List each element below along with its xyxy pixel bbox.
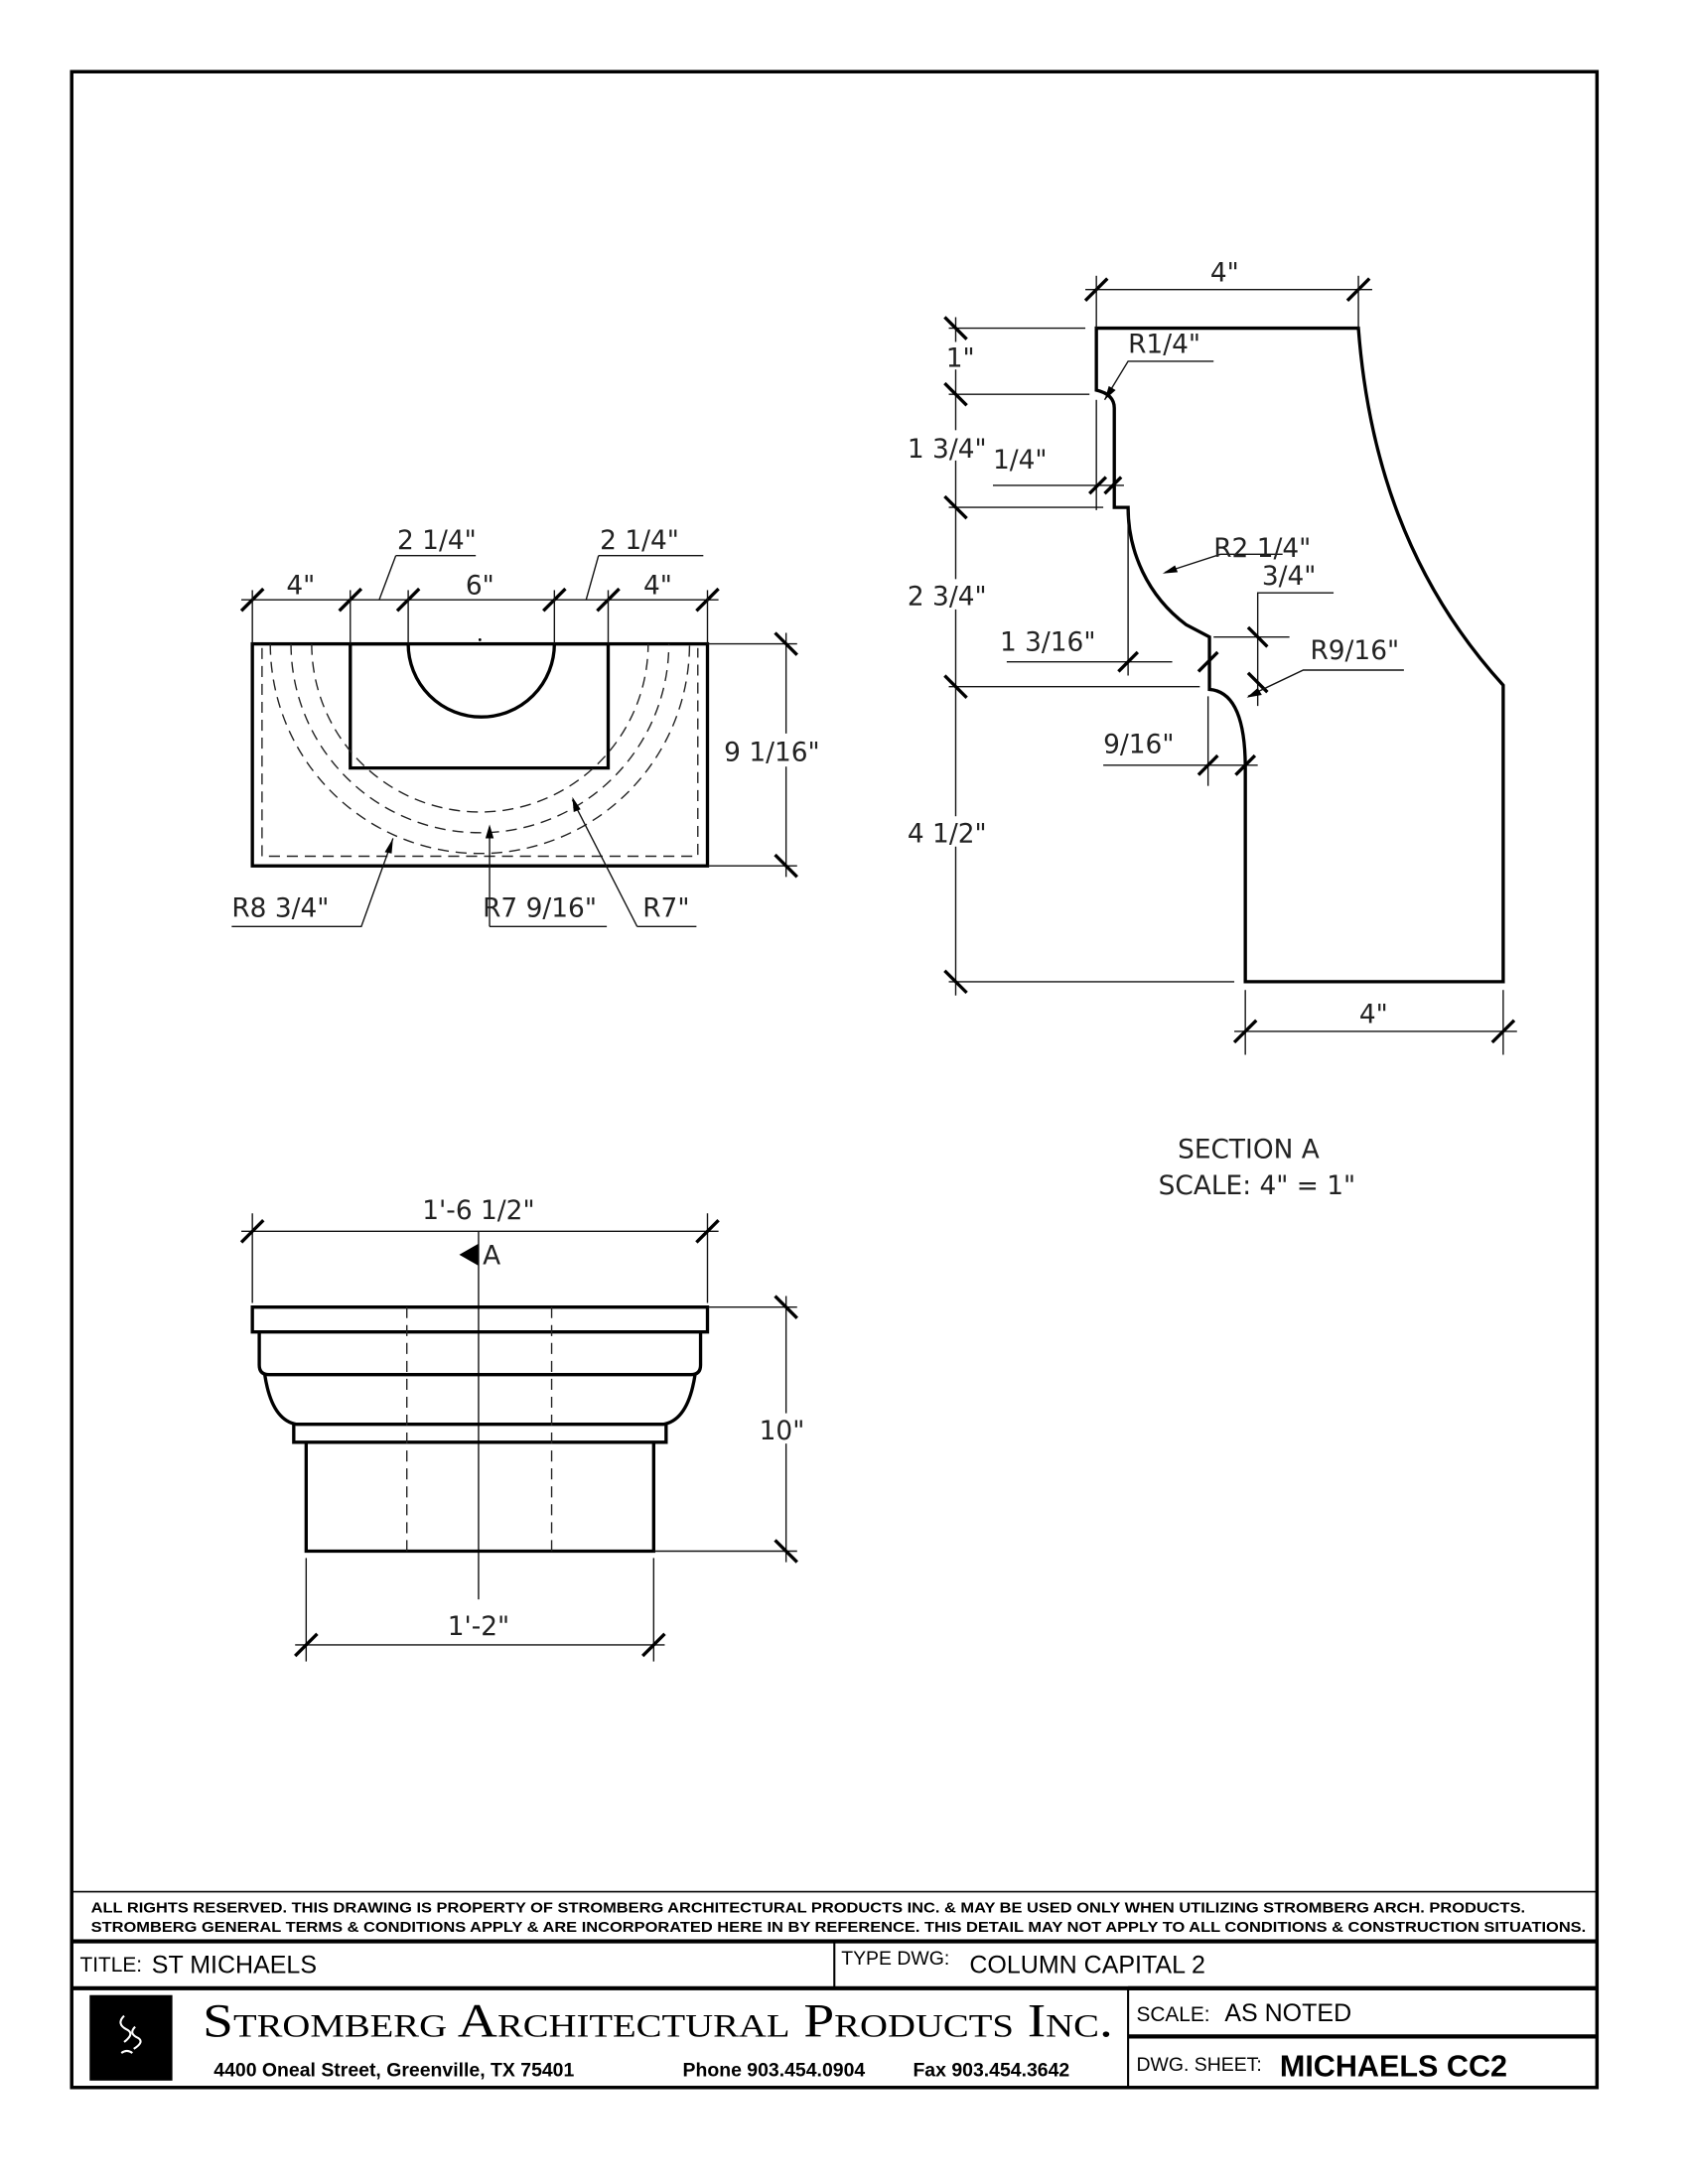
dwg-sheet-value: MICHAELS CC2 (1280, 2050, 1507, 2084)
title-block: ALL RIGHTS RESERVED. THIS DRAWING IS PRO… (71, 1890, 1598, 2088)
section-radius-quarter: R1/4" (1128, 331, 1200, 360)
section-view: 4" 1" 1 3/4" 2 3/4" 4 1/2" 1/4" R1/4" (903, 258, 1517, 1201)
section-caption: SECTION A (1178, 1136, 1320, 1165)
sheet-border (70, 69, 1600, 2090)
section-dim-one-three-sixteenths: 1 3/16" (1000, 628, 1096, 658)
plan-dim-right: 4" (643, 572, 672, 602)
type-dwg-label: TYPE DWG: (841, 1948, 949, 1970)
company-fax: Fax 903.454.3642 (913, 2060, 1069, 2082)
scale-label: SCALE: (1136, 2003, 1209, 2026)
title-value: ST MICHAELS (152, 1951, 317, 1979)
title-label: TITLE: (80, 1954, 142, 1977)
elevation-view: 1'-6 1/2" A 10" 1'-2" (239, 1196, 814, 1662)
section-dim-three-quarter: 3/4" (1262, 562, 1317, 592)
plan-radius-middle: R7 9/16" (483, 894, 597, 924)
scale-value: AS NOTED (1224, 1999, 1351, 2027)
plan-dim-left-gap: 2 1/4" (397, 526, 477, 556)
elevation-height: 10" (760, 1417, 805, 1446)
rights-notice-line2: STROMBERG GENERAL TERMS & CONDITIONS APP… (91, 1920, 1587, 1936)
section-height-3: 2 3/4" (908, 583, 987, 613)
type-dwg-value: COLUMN CAPITAL 2 (969, 1951, 1205, 1979)
elevation-top-width: 1'-6 1/2" (422, 1196, 534, 1226)
section-arrow-icon (459, 1243, 479, 1266)
plan-radius-inner: R7" (642, 894, 689, 924)
section-dim-quarter: 1/4" (993, 446, 1048, 476)
plan-dim-height: 9 1/16" (724, 739, 820, 768)
plan-view: 4" 6" 4" 2 1/4" 2 1/4" 9 1/16" R8 3/4" R… (231, 526, 847, 928)
plan-dim-center: 6" (466, 572, 494, 602)
plan-dim-right-gap: 2 1/4" (600, 526, 679, 556)
section-radius-cove: R2 1/4" (1213, 534, 1311, 564)
company-logo (89, 1994, 173, 2081)
plan-dim-left: 4" (286, 572, 315, 602)
elevation-bottom-width: 1'-2" (448, 1612, 509, 1642)
section-marker: A (483, 1242, 500, 1272)
section-radius-ovolo: R9/16" (1310, 636, 1399, 666)
section-bottom-width: 4" (1359, 1001, 1388, 1030)
rights-notice-line1: ALL RIGHTS RESERVED. THIS DRAWING IS PRO… (91, 1900, 1525, 1916)
section-height-4: 4 1/2" (908, 820, 987, 850)
company-name: Stromberg Architectural Products Inc. (203, 1995, 1113, 2047)
company-address: 4400 Oneal Street, Greenville, TX 75401 (213, 2060, 574, 2082)
section-height-1: 1" (946, 343, 975, 373)
company-phone: Phone 903.454.0904 (683, 2060, 866, 2082)
section-height-2: 1 3/4" (908, 435, 987, 465)
section-dim-nine-sixteenths: 9/16" (1103, 730, 1174, 759)
section-scale: SCALE: 4" = 1" (1159, 1171, 1356, 1201)
plan-radius-outer: R8 3/4" (231, 894, 329, 924)
dwg-sheet-label: DWG. SHEET: (1136, 2054, 1261, 2076)
section-top-width: 4" (1210, 258, 1239, 288)
